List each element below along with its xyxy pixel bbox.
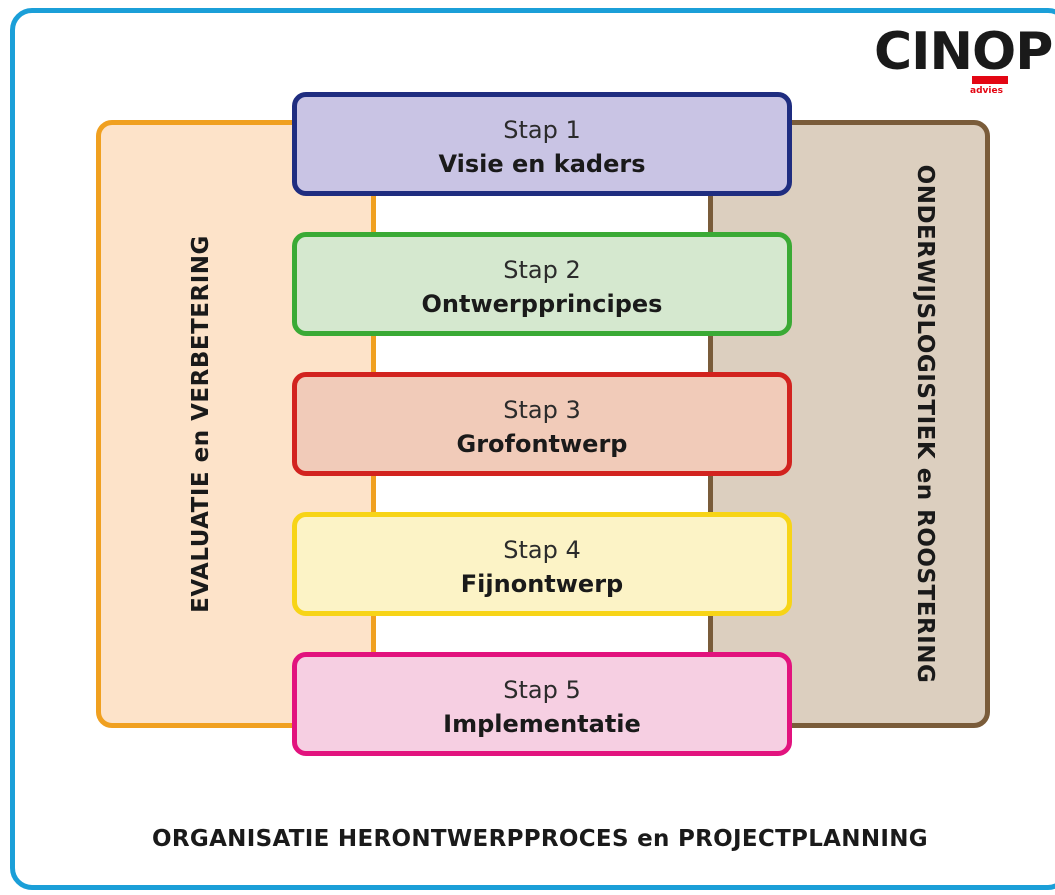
footer-caption: ORGANISATIE HERONTWERPPROCES en PROJECTP… bbox=[152, 826, 928, 852]
step-1-title: Visie en kaders bbox=[438, 150, 646, 178]
step-5-title: Implementatie bbox=[443, 710, 641, 738]
step-2-number: Stap 2 bbox=[503, 256, 581, 284]
diagram-frame bbox=[10, 8, 1055, 890]
logo-accent-bar bbox=[972, 76, 1008, 84]
step-1-number: Stap 1 bbox=[503, 116, 581, 144]
step-3-number: Stap 3 bbox=[503, 396, 581, 424]
step-3-title: Grofontwerp bbox=[456, 430, 628, 458]
step-5-box: Stap 5 Implementatie bbox=[292, 652, 792, 756]
right-panel-label: ONDERWIJSLOGISTIEK en ROOSTERING bbox=[912, 164, 938, 684]
step-3-box: Stap 3 Grofontwerp bbox=[292, 372, 792, 476]
logo-subtitle: advies bbox=[970, 86, 1003, 96]
left-panel-label: EVALUATIE en VERBETERING bbox=[188, 235, 214, 613]
step-4-box: Stap 4 Fijnontwerp bbox=[292, 512, 792, 616]
step-2-box: Stap 2 Ontwerpprincipes bbox=[292, 232, 792, 336]
logo-wordmark: CINOP bbox=[874, 22, 1053, 82]
step-1-box: Stap 1 Visie en kaders bbox=[292, 92, 792, 196]
cinop-logo: CINOP advies bbox=[874, 22, 1053, 102]
step-5-number: Stap 5 bbox=[503, 676, 581, 704]
step-4-title: Fijnontwerp bbox=[460, 570, 624, 598]
step-2-title: Ontwerpprincipes bbox=[421, 290, 663, 318]
step-4-number: Stap 4 bbox=[503, 536, 581, 564]
